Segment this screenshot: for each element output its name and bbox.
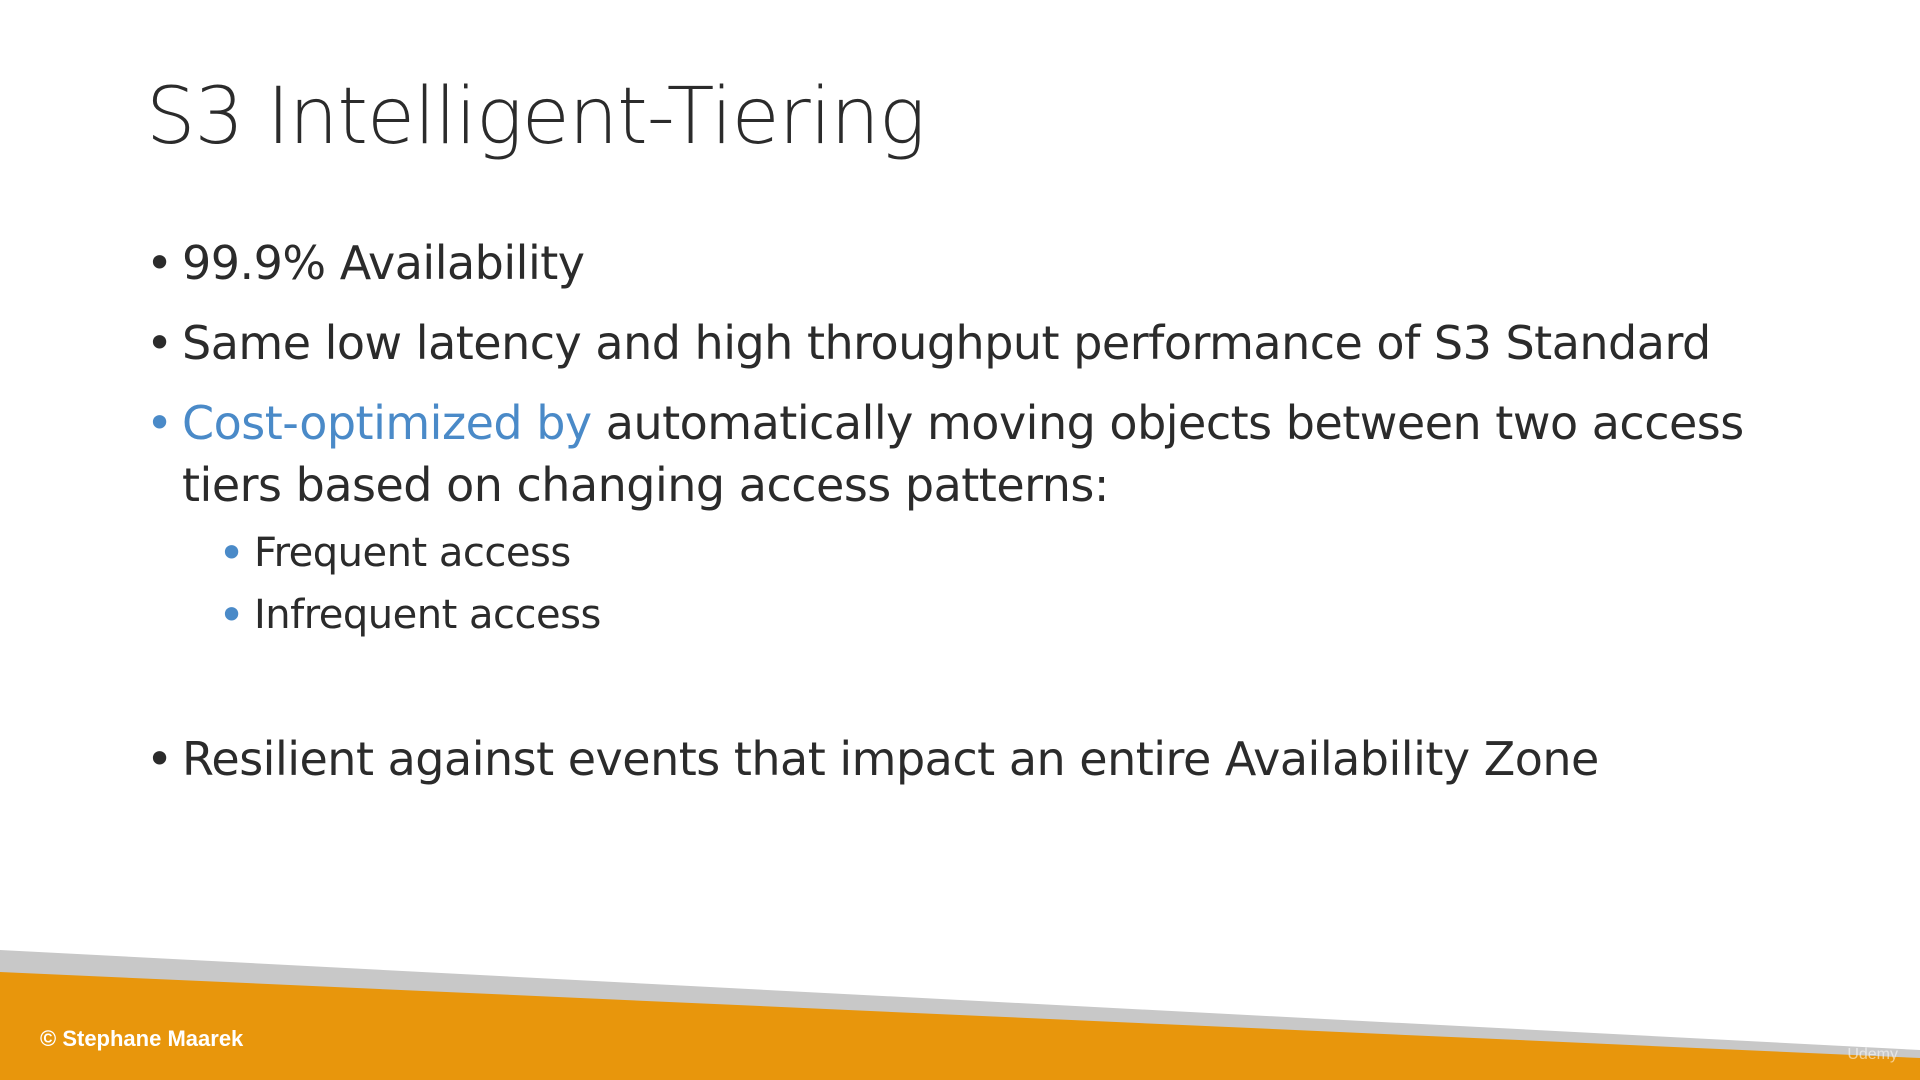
- udemy-watermark: Udemy: [1847, 1046, 1898, 1063]
- bullet-dot: •: [146, 236, 173, 290]
- bullet-text: 99.9% Availability: [182, 236, 585, 290]
- bullet-cost-optimized: • Cost-optimized by automatically moving…: [146, 392, 1786, 646]
- bullet-dot: •: [146, 396, 173, 450]
- sub-bullet-frequent: • Frequent access: [218, 522, 1786, 584]
- bullet-text: Resilient against events that impact an …: [182, 732, 1599, 786]
- bullet-highlight-text: Cost-optimized by: [182, 396, 592, 450]
- bullet-dot: •: [146, 732, 173, 786]
- bullet-performance: • Same low latency and high throughput p…: [146, 312, 1786, 374]
- footer-band: [0, 950, 1920, 1080]
- sub-bullet-infrequent: • Infrequent access: [218, 584, 1786, 646]
- bullet-text: Same low latency and high throughput per…: [182, 316, 1711, 370]
- bullet-resilient: • Resilient against events that impact a…: [146, 728, 1786, 790]
- bullet-availability: • 99.9% Availability: [146, 232, 1786, 294]
- sub-bullet-text: Frequent access: [254, 530, 571, 576]
- bullet-dot: •: [146, 316, 173, 370]
- slide-title: S3 Intelligent-Tiering: [146, 72, 926, 162]
- footer-orange-band: [0, 972, 1920, 1080]
- bullet-list: • 99.9% Availability • Same low latency …: [146, 232, 1786, 808]
- copyright-text: © Stephane Maarek: [40, 1026, 244, 1051]
- sub-bullet-dot: •: [218, 588, 245, 642]
- sub-bullet-dot: •: [218, 526, 245, 580]
- sub-bullet-text: Infrequent access: [254, 592, 601, 638]
- list-spacer: [146, 664, 1786, 728]
- sub-bullet-list: • Frequent access • Infrequent access: [182, 522, 1786, 646]
- bullet-text: automatically moving objects between two…: [182, 396, 1744, 512]
